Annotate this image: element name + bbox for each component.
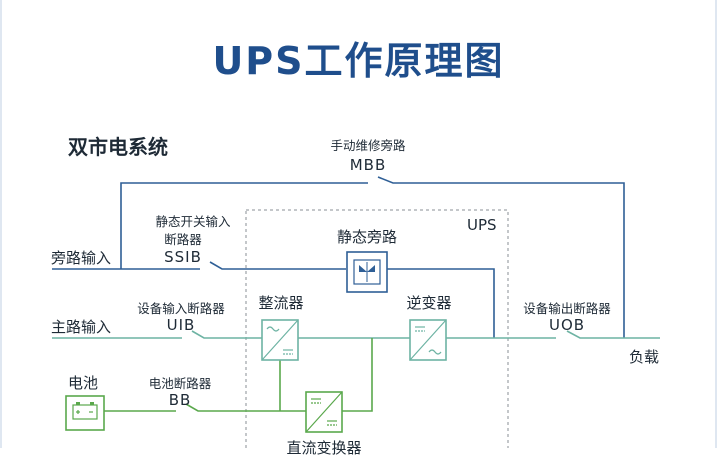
- static-bypass-label: 静态旁路: [336, 228, 398, 246]
- battery-icon: [65, 395, 105, 431]
- bb-name: 电池断路器: [148, 376, 212, 391]
- main-input-label: 主路输入: [51, 318, 112, 336]
- load-label: 负载: [629, 348, 660, 366]
- bb-code: BB: [168, 391, 192, 409]
- mbb-code: MBB: [349, 156, 387, 174]
- rectifier-label: 整流器: [258, 294, 304, 312]
- uib-name: 设备输入断路器: [137, 301, 225, 316]
- rectifier-block: [261, 319, 299, 361]
- ssib-name-line2: 断路器: [164, 232, 202, 247]
- battery-label: 电池: [68, 374, 99, 392]
- uob-code: UOB: [548, 316, 586, 334]
- dc-converter-block: [305, 391, 343, 433]
- mbb-line: [120, 176, 625, 338]
- ups-diagram: [52, 176, 660, 448]
- page-frame: [0, 0, 717, 448]
- system-label: 双市电系统: [68, 135, 168, 159]
- ssib-code: SSIB: [164, 248, 202, 266]
- ups-label: UPS: [467, 216, 497, 234]
- uib-code: UIB: [166, 316, 196, 334]
- main-line: [52, 330, 660, 339]
- bypass-line: [52, 261, 495, 338]
- bypass-input-label: 旁路输入: [51, 249, 112, 267]
- static-bypass-block: [346, 251, 388, 293]
- inverter-label: 逆变器: [406, 294, 452, 312]
- ssib-name-line1: 静态开关输入: [155, 214, 231, 229]
- uob-name: 设备输出断路器: [523, 301, 611, 316]
- page-title: UPS工作原理图: [212, 39, 505, 83]
- battery-line: [104, 338, 373, 412]
- mbb-name: 手动维修旁路: [330, 138, 406, 153]
- inverter-block: [409, 319, 447, 361]
- ups-enclosure: [245, 209, 509, 448]
